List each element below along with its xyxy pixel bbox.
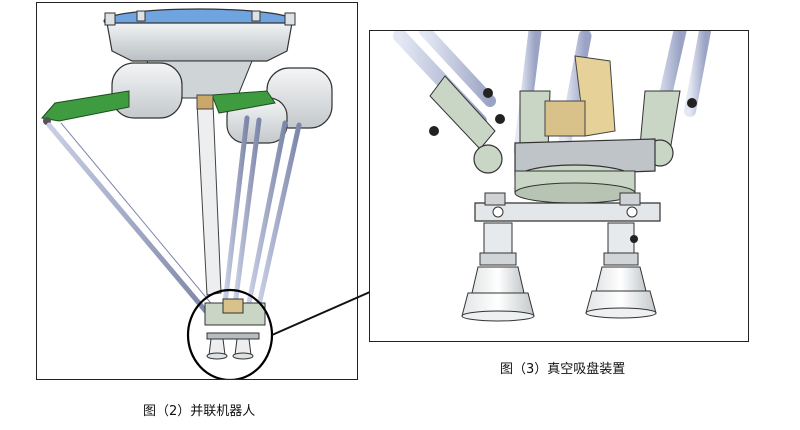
mounting-plate: [474, 202, 661, 222]
suction-cup-right: [595, 266, 647, 292]
joint-sleeve-left: [429, 75, 496, 150]
green-arm-right: [211, 90, 276, 114]
figure-vacuum-suction: [369, 30, 749, 342]
arm-rod: [46, 122, 212, 318]
figure-caption-right: 图（3）真空吸盘装置: [500, 362, 626, 377]
suction-fitting-left: [483, 222, 513, 254]
suction-fitting-right: [607, 222, 635, 254]
delta-robot-drawing: [41, 8, 333, 379]
suction-assembly-drawing: [393, 31, 711, 322]
figure-caption-left: 图（2）并联机器人: [143, 404, 256, 419]
suction-cup-left: [471, 266, 525, 294]
figure-delta-robot: [36, 2, 358, 380]
green-arm-left: [41, 90, 130, 122]
